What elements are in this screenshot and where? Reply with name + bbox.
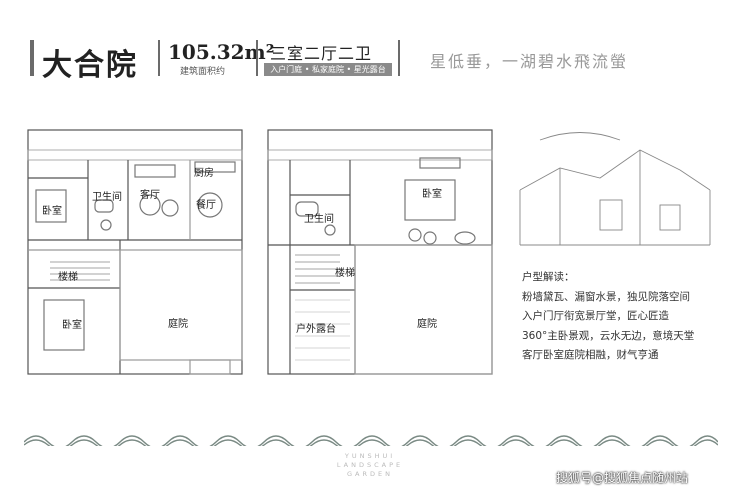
header-accent-bar xyxy=(30,40,34,76)
watermark: 搜狐号@搜狐焦点随州站 xyxy=(556,471,689,485)
header-divider xyxy=(158,40,160,76)
label-bathroom: 卫生间 xyxy=(92,192,122,203)
description-line: 粉墙黛瓦、漏窗水景，独见院落空间 xyxy=(522,290,690,303)
feature-badge: 入户门庭 • 私家庭院 • 星光露台 xyxy=(264,63,392,76)
brand-line: YUNSHUI xyxy=(344,452,396,460)
brand-logo-text: YUNSHUI LANDSCAPE GARDEN xyxy=(300,452,440,479)
slogan: 星低垂，一湖碧水飛流螢 xyxy=(430,52,629,71)
brand-line: GARDEN xyxy=(347,470,393,478)
description-heading: 户型解读： xyxy=(522,271,575,283)
header-divider xyxy=(256,40,258,76)
label-bedroom-a: 卧室 xyxy=(42,206,62,217)
description-line: 入户门厅衔宽景厅堂，匠心匠造 xyxy=(522,310,669,323)
label-bathroom-2: 卫生间 xyxy=(304,214,334,225)
label-stairs: 楼梯 xyxy=(58,272,78,283)
floor2-outline xyxy=(267,129,493,375)
description-line: 客厅卧室庭院相融，财气亨通 xyxy=(522,349,659,362)
area-label: 建筑面积约 xyxy=(180,67,226,77)
label-dining-room: 餐厅 xyxy=(196,200,216,211)
header-divider xyxy=(398,40,400,76)
label-master-bedroom: 卧室 xyxy=(422,189,442,200)
page-title: 大合院 xyxy=(42,48,138,83)
label-courtyard: 庭院 xyxy=(168,319,188,330)
room-layout: 三室二厅二卫 xyxy=(270,44,373,63)
label-bedroom-b: 卧室 xyxy=(62,320,82,331)
layout-description: 户型解读： 粉墙黛瓦、漏窗水景，独见院落空间 入户门厅衔宽景厅堂，匠心匠造 36… xyxy=(522,268,694,366)
elevation-sketch xyxy=(519,132,711,246)
brand-line: LANDSCAPE xyxy=(336,461,404,469)
label-kitchen: 厨房 xyxy=(194,168,214,179)
label-terrace: 户外露台 xyxy=(296,324,336,335)
label-stairs-2: 楼梯 xyxy=(335,268,355,279)
label-living-room: 客厅 xyxy=(140,190,160,201)
wave-ornament xyxy=(24,435,718,446)
label-courtyard-2: 庭院 xyxy=(417,319,437,330)
description-line: 360°主卧景观，云水无边，意境天堂 xyxy=(522,329,695,342)
